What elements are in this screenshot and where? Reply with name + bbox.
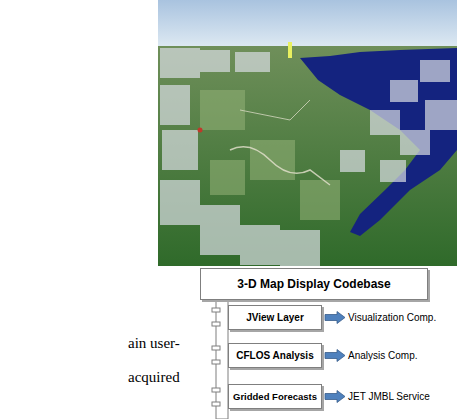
codebase-box: 3-D Map Display Codebase xyxy=(200,268,428,300)
block-arrow xyxy=(325,312,345,324)
sky xyxy=(158,0,457,46)
spine-tabs xyxy=(212,308,220,406)
body-text-fragment: acquired xyxy=(128,369,180,386)
box-text: JView Layer xyxy=(246,312,304,323)
box-text: 3-D Map Display Codebase xyxy=(237,277,390,291)
box-text: Gridded Forecasts xyxy=(233,391,317,402)
layer-box: Gridded Forecasts xyxy=(228,384,322,409)
block-arrow xyxy=(325,350,345,362)
image-frame xyxy=(158,0,457,266)
block-arrow xyxy=(325,391,345,403)
layer-box: CFLOS Analysis xyxy=(228,343,322,368)
grid-tiles xyxy=(160,48,457,266)
component-label: Visualization Comp. xyxy=(348,312,436,323)
water xyxy=(300,48,457,236)
component-label: JET JMBL Service xyxy=(348,391,430,402)
box-text: CFLOS Analysis xyxy=(236,350,313,361)
land xyxy=(158,46,457,266)
marker xyxy=(288,42,292,58)
component-label: Analysis Comp. xyxy=(348,350,417,361)
body-text-fragment: ain user- xyxy=(128,335,180,352)
layer-box: JView Layer xyxy=(228,305,322,330)
